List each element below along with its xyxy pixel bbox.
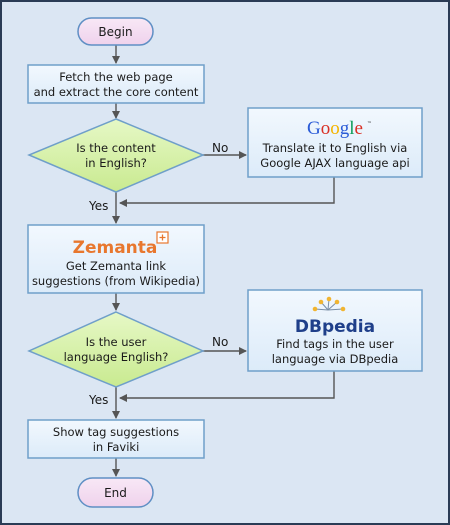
zemanta-label-line1: Get Zemanta link — [66, 259, 167, 273]
dbpedia-label-line2: language via DBpedia — [272, 352, 399, 366]
edge-dbpedia-merge — [119, 371, 335, 402]
decision-content-english-line1: Is the content — [76, 141, 156, 155]
connectors — [112, 45, 335, 477]
decision-user-language-line1: Is the user — [86, 335, 147, 349]
zemanta-node: Zemanta Get Zemanta link suggestions (fr… — [27, 224, 205, 294]
google-logo: Google ™ — [307, 118, 372, 139]
begin-label: Begin — [98, 25, 132, 39]
decision-user-language-line2: language English? — [64, 350, 169, 364]
show-node: Show tag suggestions in Faviki — [27, 419, 205, 459]
edge-label-no-2: No — [212, 335, 228, 349]
decision-content-english-line2: in English? — [85, 156, 147, 170]
edge-label-no-1: No — [212, 141, 228, 155]
translate-node: Google ™ Translate it to English via Goo… — [247, 107, 423, 178]
dbpedia-node: DBpedia Find tags in the user language v… — [247, 289, 423, 372]
svg-text:Zemanta: Zemanta — [73, 238, 158, 258]
edge-label-yes-1: Yes — [88, 199, 108, 213]
translate-label-line1: Translate it to English via — [262, 141, 408, 155]
begin-node: Begin — [77, 17, 154, 46]
zemanta-logo: Zemanta — [73, 231, 169, 258]
fetch-label-line1: Fetch the web page — [59, 70, 173, 84]
fetch-label-line2: and extract the core content — [34, 85, 199, 99]
decision-content-english: Is the content in English? — [27, 118, 205, 193]
svg-text:Google: Google — [307, 118, 363, 139]
svg-text:™: ™ — [367, 121, 372, 127]
dbpedia-label-line1: Find tags in the user — [276, 337, 394, 351]
zemanta-label-line2: suggestions (from Wikipedia) — [32, 274, 200, 288]
show-label-line2: in Faviki — [93, 440, 140, 454]
fetch-node: Fetch the web page and extract the core … — [27, 64, 205, 104]
show-label-line1: Show tag suggestions — [53, 425, 179, 439]
decision-user-language: Is the user language English? — [27, 311, 205, 388]
end-node: End — [77, 477, 154, 508]
end-label: End — [104, 486, 127, 500]
dbpedia-logo: DBpedia — [295, 296, 375, 337]
edge-translate-merge — [119, 177, 335, 207]
svg-text:DBpedia: DBpedia — [295, 317, 375, 337]
translate-label-line2: Google AJAX language api — [260, 156, 409, 170]
edge-label-yes-2: Yes — [88, 393, 108, 407]
